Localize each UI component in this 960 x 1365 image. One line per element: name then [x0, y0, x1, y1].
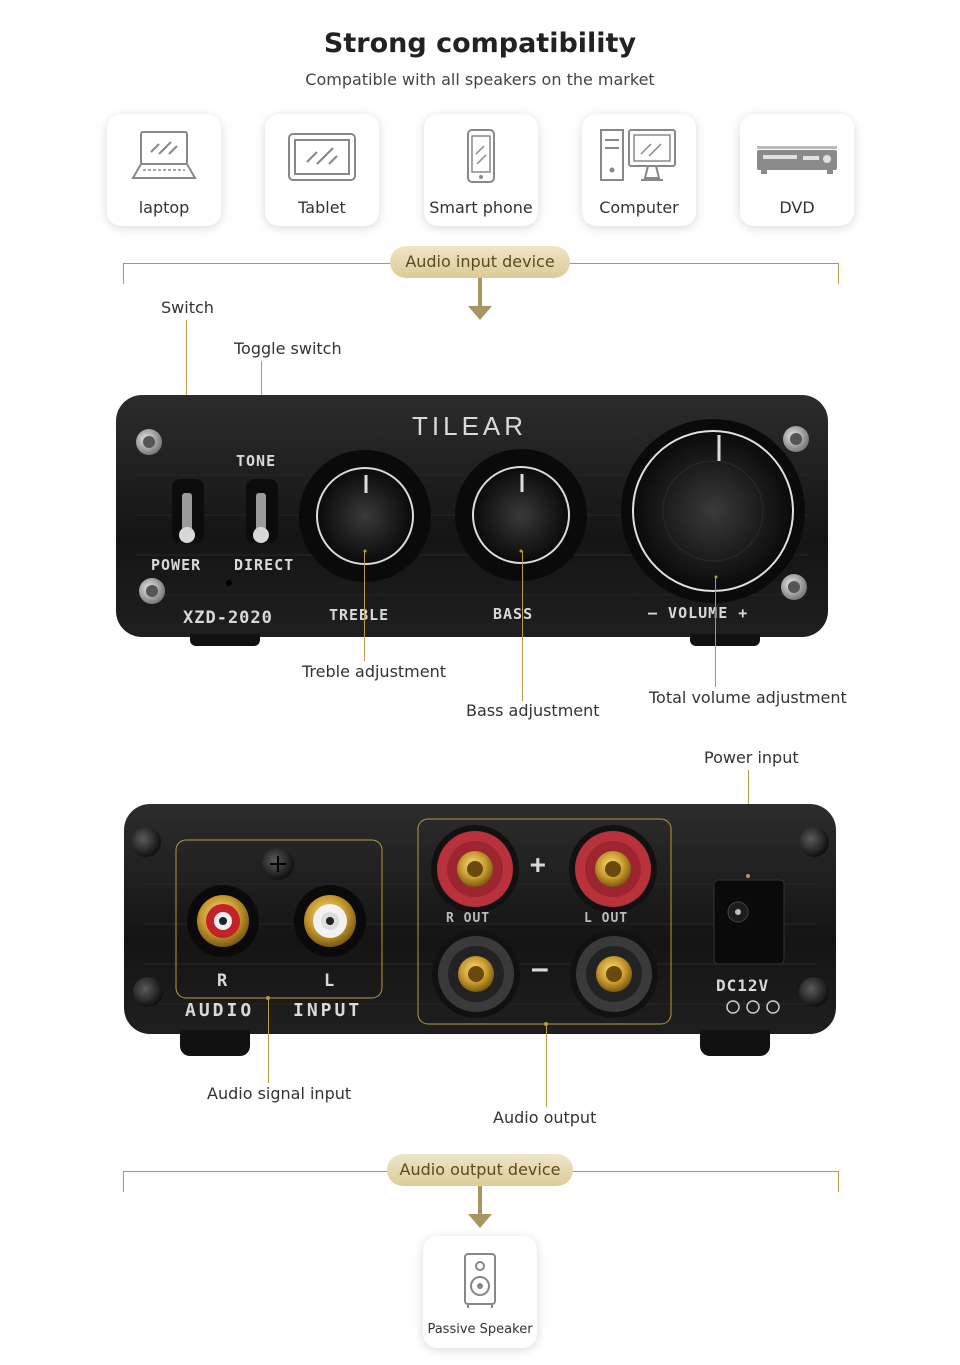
leader-line	[546, 1025, 547, 1107]
speaker-icon	[464, 1253, 496, 1308]
input-device-pill: Audio input device	[390, 246, 570, 278]
device-card-smartphone: Smart phone	[424, 114, 538, 226]
device-label: Tablet	[298, 198, 346, 217]
back-foot	[700, 1030, 770, 1056]
label-l: L	[324, 971, 336, 991]
device-card-laptop: laptop	[107, 114, 221, 226]
callout-total-volume-adjustment: Total volume adjustment	[649, 688, 847, 707]
output-device-pill: Audio output device	[387, 1154, 573, 1186]
callout-audio-signal-input: Audio signal input	[207, 1084, 352, 1103]
device-card-tablet: Tablet	[265, 114, 379, 226]
brand-logo: TILEAR	[412, 411, 528, 441]
laptop-icon	[131, 131, 197, 179]
back-panel: R L AUDIO INPUT R OUT L OUT + – DC12V	[124, 804, 836, 1034]
back-panel-art	[131, 818, 829, 1026]
arrow-down-icon	[468, 278, 492, 320]
device-card-dvd: DVD	[740, 114, 854, 226]
label-r: R	[217, 971, 229, 991]
leader-line	[715, 577, 716, 687]
page-subtitle: Compatible with all speakers on the mark…	[305, 70, 655, 89]
dvd-player-icon	[757, 146, 837, 174]
front-foot	[190, 634, 260, 646]
back-foot	[180, 1030, 250, 1056]
label-volume: – VOLUME +	[648, 604, 749, 622]
label-audio: AUDIO	[185, 1000, 255, 1021]
computer-icon	[600, 129, 676, 181]
callout-treble-adjustment: Treble adjustment	[302, 662, 447, 681]
smartphone-icon	[467, 129, 495, 183]
callout-switch: Switch	[161, 298, 214, 317]
device-label: Smart phone	[429, 198, 533, 217]
front-panel: TILEAR TONE POWER DIRECT XZD-2020 TREBLE…	[116, 395, 828, 637]
device-label: laptop	[138, 198, 190, 217]
label-power: POWER	[151, 556, 202, 574]
device-label: Computer	[599, 198, 679, 217]
label-r-out: R OUT	[446, 911, 491, 926]
device-card-computer: Computer	[582, 114, 696, 226]
label-minus: –	[532, 954, 549, 984]
callout-power-input: Power input	[704, 748, 799, 767]
device-label: DVD	[779, 198, 815, 217]
label-input: INPUT	[293, 1000, 363, 1021]
label-tone: TONE	[236, 452, 277, 470]
front-panel-art	[136, 419, 809, 604]
callout-bass-adjustment: Bass adjustment	[466, 701, 600, 720]
tablet-icon	[288, 133, 356, 181]
label-dc12v: DC12V	[716, 976, 770, 995]
label-plus: +	[530, 850, 547, 880]
label-l-out: L OUT	[584, 911, 629, 926]
label-treble: TREBLE	[329, 606, 390, 624]
leader-line	[364, 551, 365, 661]
label-model: XZD-2020	[183, 608, 273, 628]
front-foot	[690, 634, 760, 646]
device-label: Passive Speaker	[427, 1322, 533, 1337]
label-direct: DIRECT	[234, 556, 295, 574]
device-card-passive-speaker: Passive Speaker	[423, 1236, 537, 1348]
arrow-down-icon	[468, 1186, 492, 1228]
label-bass: BASS	[493, 605, 534, 623]
page-title: Strong compatibility	[323, 28, 637, 59]
leader-line	[268, 999, 269, 1083]
callout-audio-output: Audio output	[493, 1108, 597, 1127]
leader-line	[522, 551, 523, 701]
callout-toggle-switch: Toggle switch	[234, 339, 342, 358]
